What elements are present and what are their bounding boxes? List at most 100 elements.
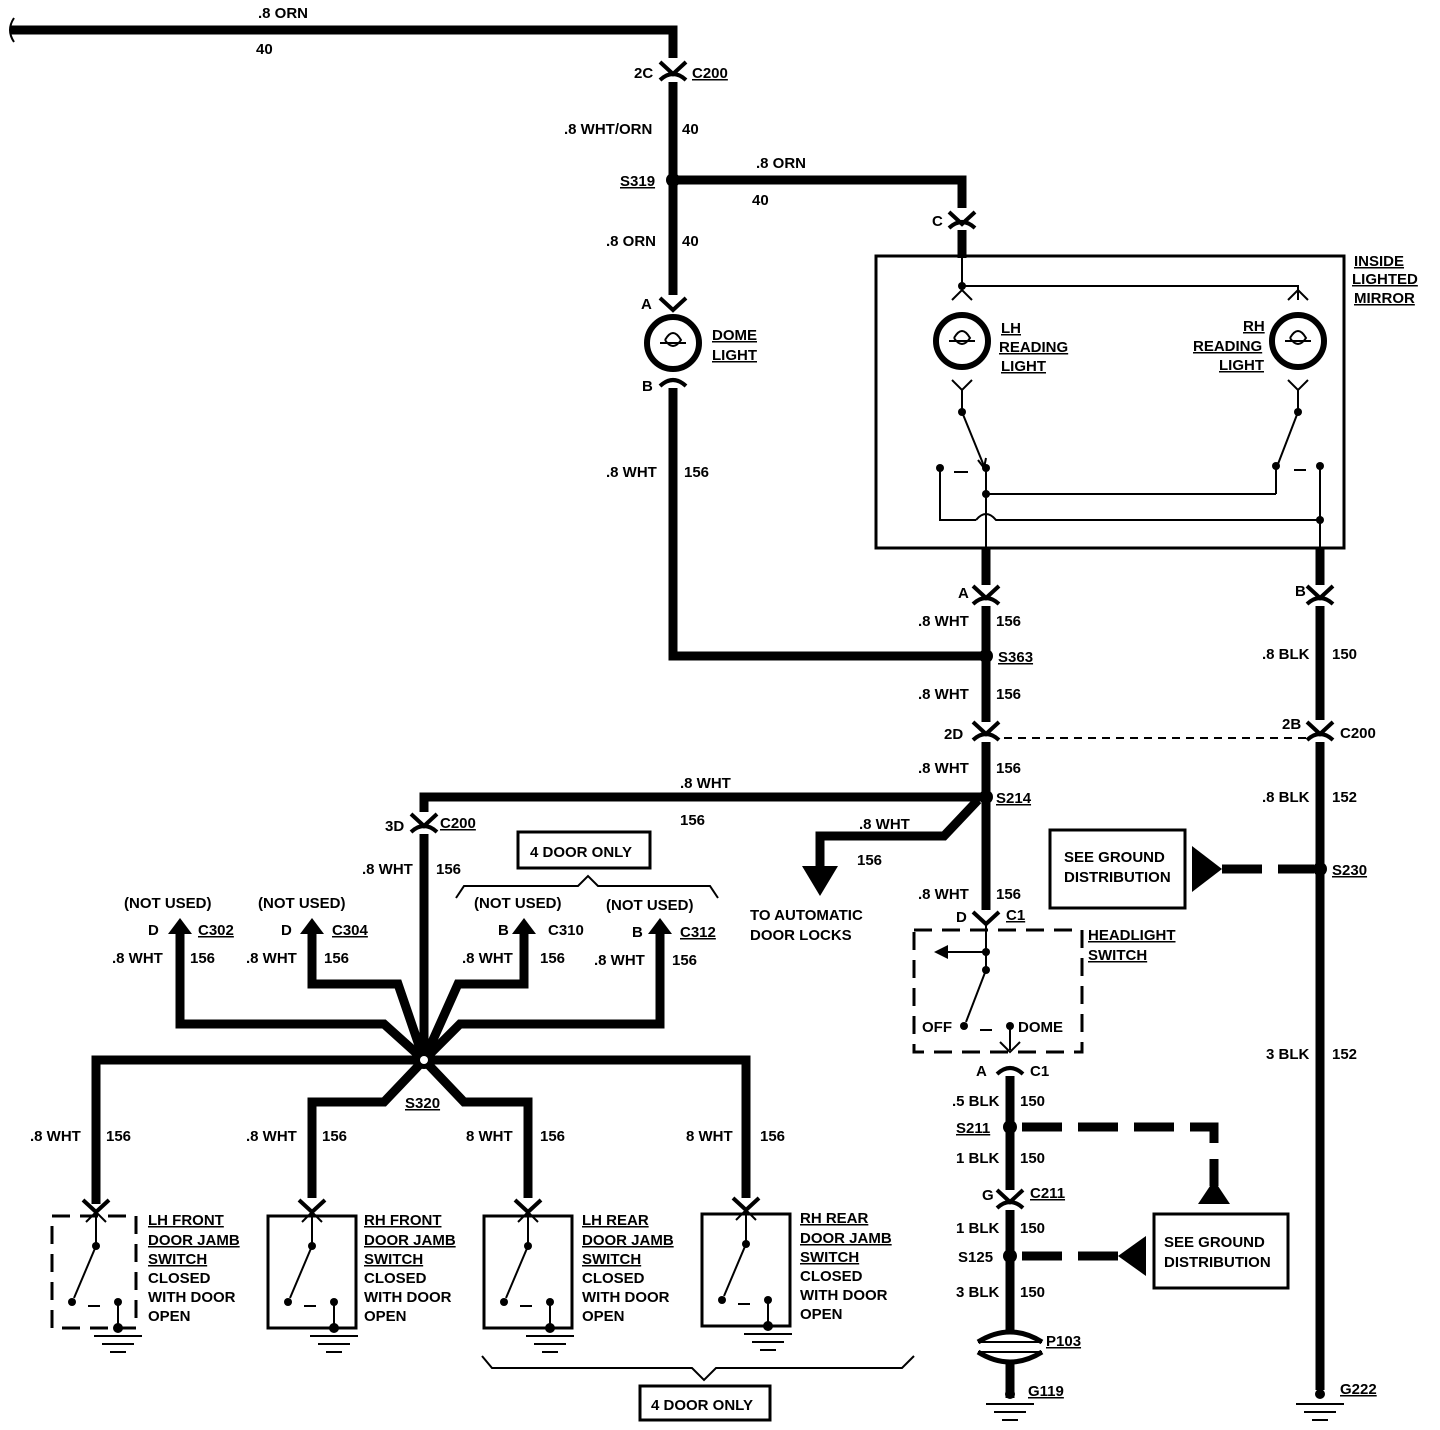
component-label: LH: [1001, 320, 1021, 337]
g119-ground-icon: G119: [986, 1383, 1064, 1421]
component-label: WITH DOOR: [364, 1289, 452, 1306]
component-label: SWITCH: [582, 1251, 641, 1268]
connector-pin-label: D: [148, 922, 159, 939]
component-label: WITH DOOR: [582, 1289, 670, 1306]
connector-name-label: C302: [198, 922, 234, 939]
rh-mirror-switch: [1272, 390, 1324, 522]
wire-gauge-label: 3 BLK: [1266, 1046, 1310, 1063]
component-label: WITH DOOR: [148, 1289, 236, 1306]
wire-gauge-label: .8 ORN: [756, 155, 806, 172]
connector-name-label: C200: [1340, 725, 1376, 742]
component-label: HEADLIGHT: [1088, 927, 1176, 944]
component-label: OPEN: [582, 1308, 625, 1325]
not-used-branch-c310: (NOT USED) B C310 .8 WHT 156: [419, 895, 584, 1062]
s211-ground-dist-wire: [1022, 1122, 1219, 1186]
wire-circuit-label: 156: [684, 464, 709, 481]
wire-circuit-label: 156: [680, 812, 705, 829]
ground-dist-arrow-icon: [1118, 1236, 1146, 1276]
component-label: P103: [1046, 1333, 1081, 1350]
ground-label: G119: [1028, 1383, 1064, 1400]
wire-gauge-label: .5 BLK: [952, 1093, 1000, 1110]
ground-icon: [94, 1335, 142, 1353]
component-label: RH REAR: [800, 1210, 869, 1227]
wire-gauge-label: .8 BLK: [1262, 789, 1310, 806]
component-label: CLOSED: [582, 1270, 645, 1287]
wire-circuit-label: 156: [996, 886, 1021, 903]
wire-s319-mirror: [673, 175, 967, 208]
ground-distribution-box-2: SEE GROUND DISTRIBUTION: [1152, 1212, 1290, 1290]
component-label: DOME: [712, 327, 757, 344]
connector-pin-label: 2D: [944, 726, 963, 743]
c200-mid-connector: 2D 2B C200: [944, 716, 1376, 743]
component-label: LH FRONT: [148, 1212, 224, 1229]
wire-circuit-label: 150: [1020, 1150, 1045, 1167]
wire-circuit-label: 156: [324, 950, 349, 967]
splice-label: S320: [405, 1095, 440, 1112]
destination-label: DOOR LOCKS: [750, 927, 852, 944]
ground-icon: [310, 1335, 358, 1353]
wire-circuit-label: 152: [1332, 1046, 1357, 1063]
connector-pin-label: C: [932, 213, 943, 230]
wire-gauge-label: .8 WHT: [246, 1128, 297, 1145]
pin-label: B: [1295, 583, 1306, 600]
component-label: LIGHT: [712, 347, 757, 364]
wire-circuit-label: 40: [752, 192, 769, 209]
wire-circuit-label: 150: [1020, 1093, 1045, 1110]
note-label: 4 DOOR ONLY: [651, 1397, 753, 1414]
reference-label: SEE GROUND: [1164, 1234, 1265, 1251]
pin-label: A: [976, 1063, 987, 1080]
wire-circuit-label: 156: [322, 1128, 347, 1145]
four-door-only-bottom: 4 DOOR ONLY: [481, 1355, 915, 1422]
headlight-switch: D C1 HEADLIGHT SWITCH OFF DOME A C1: [912, 907, 1176, 1080]
c200-top-connector: 2C C200: [634, 60, 728, 82]
wire-circuit-label: 156: [190, 950, 215, 967]
component-label: READING: [1193, 338, 1262, 355]
reference-label: DISTRIBUTION: [1164, 1254, 1271, 1271]
component-label: READING: [999, 339, 1068, 356]
wire-gauge-label: .8 WHT: [918, 886, 969, 903]
ground-icon: [526, 1335, 574, 1353]
component-label: OPEN: [364, 1308, 407, 1325]
component-label: CLOSED: [148, 1270, 211, 1287]
wire-gauge-label: 8 WHT: [466, 1128, 513, 1145]
component-label: DOOR JAMB: [800, 1230, 892, 1247]
g222-ground-icon: G222: [1296, 1381, 1377, 1421]
rh-rear-door-jamb-switch: 8 WHT 156 RH REAR DOOR JAMB SWITCH CLOSE…: [686, 1128, 892, 1351]
wire-circuit-label: 156: [672, 952, 697, 969]
component-label: SWITCH: [1088, 947, 1147, 964]
component-label: LH REAR: [582, 1212, 649, 1229]
s125-splice: [1003, 1249, 1017, 1263]
connector-name-label: C1: [1006, 907, 1025, 924]
wire-circuit-label: 40: [682, 233, 699, 250]
component-label: LIGHTED: [1352, 271, 1418, 288]
wire-circuit-label: 150: [1332, 646, 1357, 663]
ground-distribution-box-1: SEE GROUND DISTRIBUTION: [1048, 828, 1222, 910]
wire-circuit-label: 40: [256, 41, 273, 58]
four-door-only-top: 4 DOOR ONLY: [455, 830, 719, 899]
wire-gauge-label: .8 WHT: [30, 1128, 81, 1145]
component-label: OPEN: [800, 1306, 843, 1323]
wire-gauge-label: .8 WHT: [112, 950, 163, 967]
wire-gauge-label: .8 WHT: [918, 613, 969, 630]
connector-pin-label: 2B: [1282, 716, 1301, 733]
component-label: LIGHT: [1001, 358, 1046, 375]
connector-name-label: C310: [548, 922, 584, 939]
component-label: SWITCH: [800, 1249, 859, 1266]
wire-gauge-label: .8 WHT: [680, 775, 731, 792]
s363-splice: [979, 649, 993, 663]
connector-pin-label: 3D: [385, 818, 404, 835]
ground-dist-arrow-icon: [1192, 846, 1222, 892]
wire-circuit-label: 156: [996, 760, 1021, 777]
wire-circuit-label: 156: [857, 852, 882, 869]
wire-gauge-label: .8 WHT: [606, 464, 657, 481]
connector-pin-label: G: [982, 1187, 994, 1204]
not-used-label: (NOT USED): [258, 895, 346, 912]
top-feed-wire: .8 ORN 40: [9, 5, 678, 58]
splice-label: S214: [996, 790, 1032, 807]
wire-gauge-label: 3 BLK: [956, 1284, 1000, 1301]
pin-label: A: [641, 296, 652, 313]
wire-gauge-label: .8 WHT: [594, 952, 645, 969]
wire-gauge-label: .8 ORN: [606, 233, 656, 250]
component-label: RH: [1243, 318, 1265, 335]
